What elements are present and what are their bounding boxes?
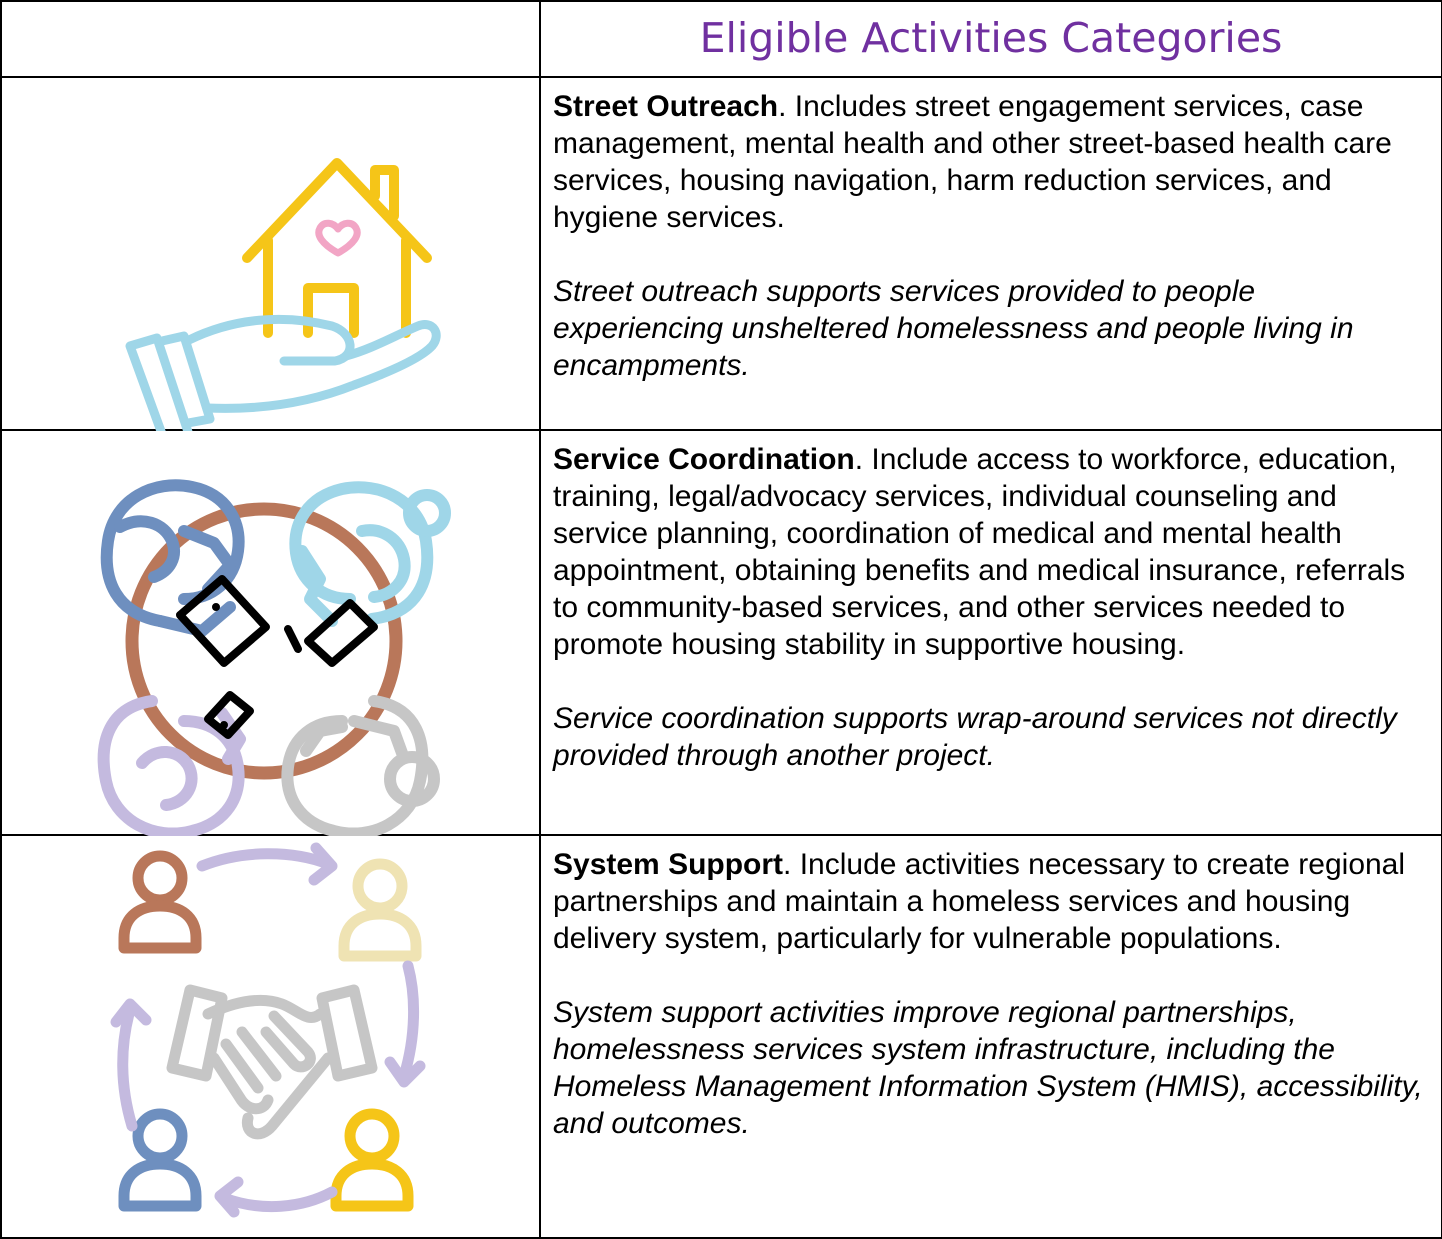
category-note: Service coordination supports wrap-aroun… (553, 702, 1397, 772)
icon-cell (0, 76, 541, 431)
description-cell: System Support. Include activities neces… (539, 834, 1442, 1239)
hand-holding-house-icon (125, 158, 441, 431)
description-cell: Street Outreach. Includes street engagem… (539, 76, 1442, 431)
people-around-table-icon (97, 479, 451, 836)
category-note: Street outreach supports services provid… (553, 275, 1354, 382)
category-heading: System Support (553, 848, 784, 881)
category-row-system-support: System Support. Include activities neces… (0, 834, 1442, 1239)
description-cell: Service Coordination. Include access to … (539, 429, 1442, 836)
header-title-cell: Eligible Activities Categories (539, 0, 1442, 78)
icon-cell (0, 834, 541, 1239)
category-note: System support activities improve region… (553, 996, 1423, 1140)
category-description: Street Outreach. Includes street engagem… (553, 90, 1392, 234)
category-row-service-coordination: Service Coordination. Include access to … (0, 429, 1442, 836)
category-description: System Support. Include activities neces… (553, 848, 1406, 955)
handshake-network-icon (110, 842, 426, 1218)
header-empty-cell (0, 0, 541, 78)
category-description: Service Coordination. Include access to … (553, 443, 1406, 661)
page-title: Eligible Activities Categories (699, 14, 1283, 62)
icon-cell (0, 429, 541, 836)
header-row: Eligible Activities Categories (0, 0, 1442, 78)
category-heading: Service Coordination (553, 443, 855, 476)
category-heading: Street Outreach (553, 90, 779, 123)
category-row-street-outreach: Street Outreach. Includes street engagem… (0, 76, 1442, 431)
